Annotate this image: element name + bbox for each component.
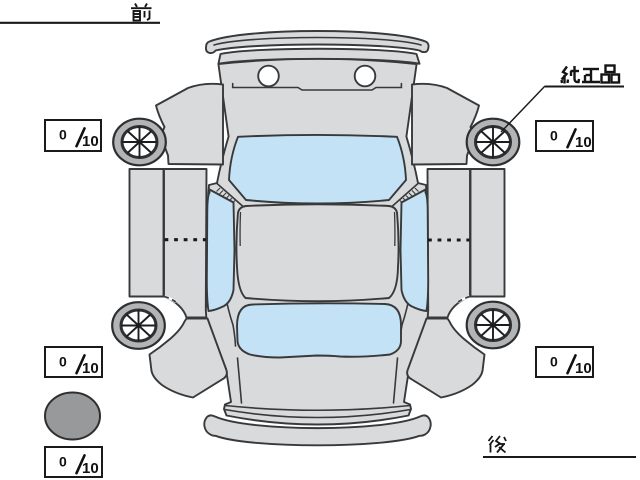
svg-text:0: 0 [59, 454, 67, 470]
svg-text:0: 0 [550, 354, 558, 370]
svg-text:10: 10 [82, 360, 99, 377]
svg-text:0: 0 [59, 354, 67, 370]
svg-text:0: 0 [550, 128, 558, 144]
svg-text:10: 10 [575, 134, 592, 151]
svg-text:10: 10 [82, 460, 99, 477]
svg-text:10: 10 [575, 360, 592, 377]
svg-text:10: 10 [82, 133, 99, 150]
svg-text:0: 0 [59, 127, 67, 143]
